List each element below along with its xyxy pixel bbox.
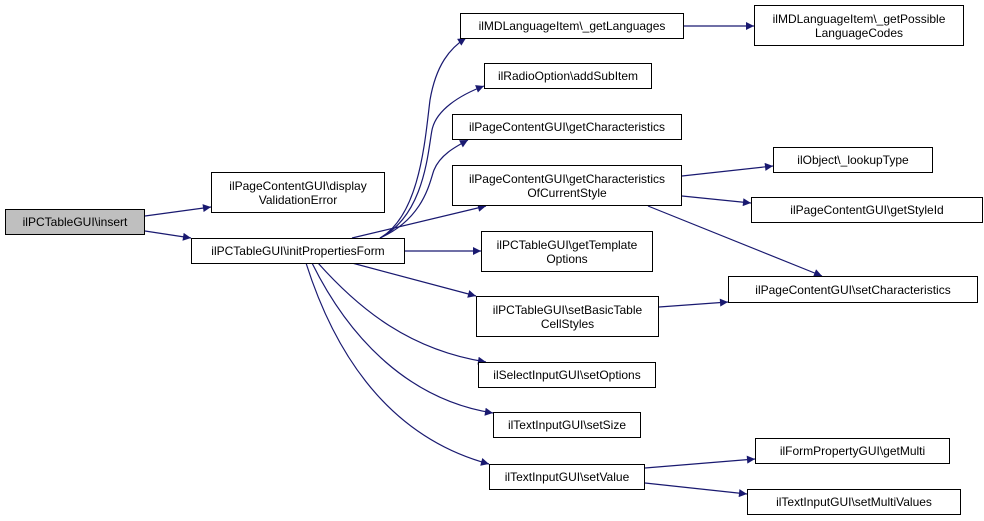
edge-insert-displayValidationError	[144, 204, 212, 217]
node-getTemplateOptions[interactable]: ilPCTableGUI\getTemplate Options	[481, 231, 653, 272]
edge-setValue-setMultiValues	[644, 482, 748, 498]
node-addSubItem[interactable]: ilRadioOption\addSubItem	[484, 63, 652, 89]
node-lookupType[interactable]: ilObject\_lookupType	[773, 147, 933, 173]
node-setMultiValues[interactable]: ilTextInputGUI\setMultiValues	[747, 489, 961, 515]
node-getMulti[interactable]: ilFormPropertyGUI\getMulti	[755, 438, 950, 464]
node-setSize[interactable]: ilTextInputGUI\setSize	[493, 412, 641, 438]
edge-getCharacteristicsOfCurrentStyle-lookupType	[681, 162, 774, 177]
node-getPossibleLanguageCodes[interactable]: ilMDLanguageItem\_getPossible LanguageCo…	[754, 5, 964, 46]
edge-getCharacteristicsOfCurrentStyle-getStyleId	[681, 195, 752, 207]
edge-initPropertiesForm-setSize	[311, 262, 494, 416]
edge-setValue-getMulti	[644, 455, 756, 469]
node-displayValidationError[interactable]: ilPageContentGUI\display ValidationError	[211, 172, 385, 213]
node-initPropertiesForm[interactable]: ilPCTableGUI\initPropertiesForm	[191, 238, 405, 264]
node-getStyleId[interactable]: ilPageContentGUI\getStyleId	[751, 197, 983, 223]
edge-initPropertiesForm-setBasicTableCellStyles	[351, 262, 477, 298]
node-getCharacteristicsOfCurrentStyle[interactable]: ilPageContentGUI\getCharacteristics OfCu…	[452, 165, 682, 206]
node-insert[interactable]: ilPCTableGUI\insert	[5, 209, 145, 235]
edge-initPropertiesForm-getLanguages	[379, 37, 467, 239]
edge-setBasicTableCellStyles-setCharacteristics	[658, 298, 729, 308]
node-setValue[interactable]: ilTextInputGUI\setValue	[489, 464, 645, 490]
edge-getCharacteristicsOfCurrentStyle-setCharacteristics	[647, 205, 823, 277]
node-getLanguages[interactable]: ilMDLanguageItem\_getLanguages	[460, 13, 684, 39]
node-getCharacteristics[interactable]: ilPageContentGUI\getCharacteristics	[452, 114, 682, 140]
node-setCharacteristics[interactable]: ilPageContentGUI\setCharacteristics	[728, 276, 978, 303]
edge-insert-initPropertiesForm	[144, 230, 192, 241]
edge-initPropertiesForm-getCharacteristicsOfCurrentStyle	[351, 203, 487, 239]
node-setOptions[interactable]: ilSelectInputGUI\setOptions	[478, 362, 656, 388]
edge-initPropertiesForm-addSubItem	[379, 85, 485, 239]
edge-initPropertiesForm-setOptions	[317, 262, 487, 365]
edge-initPropertiesForm-setValue	[305, 262, 490, 466]
edge-initPropertiesForm-getCharacteristics	[379, 139, 469, 239]
node-setBasicTableCellStyles[interactable]: ilPCTableGUI\setBasicTable CellStyles	[476, 296, 659, 337]
